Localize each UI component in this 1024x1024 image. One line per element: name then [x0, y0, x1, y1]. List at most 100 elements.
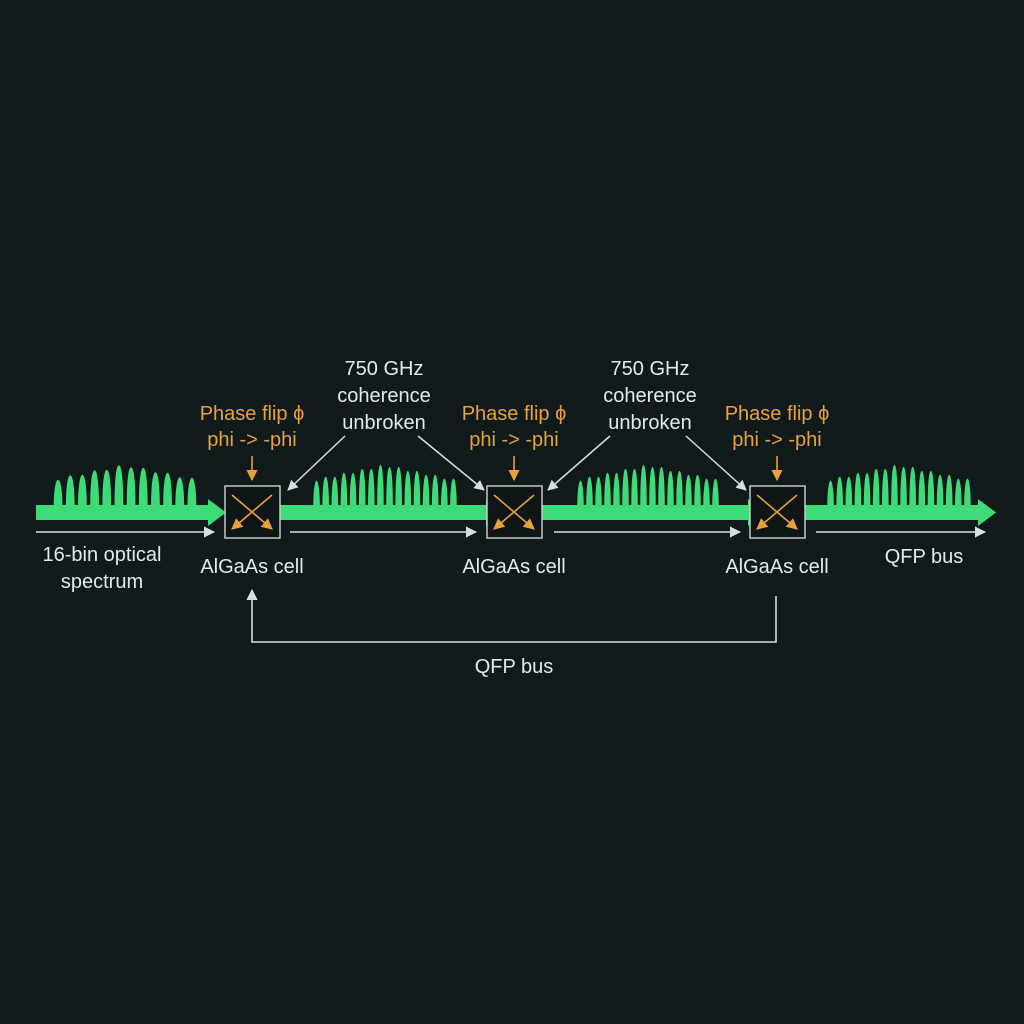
spectrum-bin: [955, 478, 962, 506]
spectrum-bin: [658, 466, 665, 506]
spectrum-bin: [676, 470, 683, 506]
spectrum-bin: [404, 470, 412, 506]
spectrum-bin: [65, 475, 75, 506]
spectrum-bin: [613, 472, 620, 506]
spectrum-bin: [909, 466, 916, 506]
coherence-note-line: unbroken: [608, 412, 691, 434]
spectrum-bin: [395, 466, 402, 506]
spectrum-bin: [431, 474, 439, 506]
cell-label: AlGaAs cell: [725, 556, 828, 578]
spectrum-bin: [340, 472, 348, 506]
spectrum-bin: [187, 477, 197, 506]
spectrum-bin: [368, 468, 375, 506]
spectrum-bin: [586, 476, 593, 506]
crossing-icon: [756, 494, 798, 530]
spectrum-bin: [90, 470, 99, 506]
spectrum-bin: [114, 465, 124, 506]
coherence-note-2: 750 GHz coherence unbroken: [547, 358, 747, 491]
spectrum-bin: [358, 468, 366, 506]
phase-flip-rule: phi -> -phi: [207, 429, 297, 451]
input-label-line2: spectrum: [61, 571, 143, 593]
phase-flip-title: Phase flip ϕ: [200, 403, 305, 425]
spectrum-bin: [441, 478, 448, 506]
spectrum-bin: [622, 468, 629, 506]
spectrum-bin: [78, 474, 87, 506]
spectrum-bin: [53, 479, 63, 506]
spectrum-bin: [918, 470, 926, 506]
output-label: QFP bus: [885, 546, 964, 568]
crossing-icon: [231, 494, 273, 530]
spectrum-bin: [163, 472, 172, 506]
spectrum-bin: [936, 474, 944, 506]
spectrum-segment-2: [258, 464, 504, 526]
spectrum-bin: [450, 478, 457, 506]
coherence-note-line: unbroken: [342, 412, 425, 434]
spectrum-bin: [631, 468, 638, 506]
spectrum-bin: [126, 467, 136, 506]
coherence-note-line: coherence: [603, 385, 696, 407]
phase-flip-title: Phase flip ϕ: [725, 403, 830, 425]
spectrum-band: [782, 499, 996, 526]
spectrum-bin: [845, 476, 853, 506]
spectrum-bands: [36, 464, 996, 526]
pointer-arrow: [287, 435, 346, 491]
spectrum-bin: [331, 476, 339, 506]
spectrum-bin: [872, 468, 880, 506]
coherence-note-1: 750 GHz coherence unbroken: [287, 358, 485, 491]
spectrum-bin: [836, 476, 843, 506]
spectrum-bin: [151, 472, 160, 506]
pointer-arrow: [547, 435, 611, 491]
spectrum-bin: [386, 466, 393, 506]
spectrum-segment-1: [36, 465, 226, 526]
spectrum-bin: [667, 470, 674, 506]
phase-flip-title: Phase flip ϕ: [462, 403, 567, 425]
spectrum-bin: [175, 477, 185, 506]
algaas-cell-1: Phase flip ϕ phi -> -phi AlGaAs cell: [200, 403, 305, 578]
coherence-note-line: 750 GHz: [345, 358, 424, 380]
feedback-arrow: [246, 588, 777, 643]
crossing-icon: [493, 494, 535, 530]
cell-label: AlGaAs cell: [462, 556, 565, 578]
spectrum-bin: [694, 474, 701, 506]
spectrum-bin: [882, 468, 889, 506]
spectrum-bin: [313, 480, 320, 506]
spectrum-bin: [640, 464, 647, 506]
spectrum-segment-4: [782, 464, 996, 526]
spectrum-bin: [900, 466, 907, 506]
spectrum-bin: [322, 476, 329, 506]
spectrum-bin: [422, 474, 430, 506]
spectrum-bin: [595, 476, 602, 506]
algaas-cell-3: Phase flip ϕ phi -> -phi AlGaAs cell: [725, 403, 830, 578]
spectrum-bin: [927, 470, 935, 506]
coherence-note-line: coherence: [337, 385, 430, 407]
spectrum-bin: [377, 464, 384, 506]
coherence-note-line: 750 GHz: [611, 358, 690, 380]
spectrum-bin: [413, 470, 421, 506]
pointer-arrow: [685, 435, 747, 491]
spectrum-bin: [827, 480, 834, 506]
phase-flip-rule: phi -> -phi: [469, 429, 559, 451]
pointer-arrow: [417, 435, 485, 491]
phase-flip-rule: phi -> -phi: [732, 429, 822, 451]
spectrum-bin: [854, 472, 862, 506]
feedback-loop: [246, 588, 777, 643]
spectrum-bin: [703, 478, 710, 506]
spectrum-bin: [863, 472, 871, 506]
spectrum-bin: [138, 467, 148, 506]
spectrum-bin: [102, 469, 112, 506]
spectrum-bin: [604, 472, 611, 506]
spectrum-bin: [577, 480, 584, 506]
input-label-line1: 16-bin optical: [43, 544, 162, 566]
spectrum-bin: [945, 474, 953, 506]
algaas-cell-2: Phase flip ϕ phi -> -phi AlGaAs cell: [462, 403, 567, 578]
cell-label: AlGaAs cell: [200, 556, 303, 578]
spectrum-bin: [685, 474, 692, 506]
feedback-label: QFP bus: [475, 656, 554, 678]
spectrum-bin: [964, 478, 971, 506]
spectrum-bin: [649, 466, 656, 506]
spectrum-bin: [891, 464, 898, 506]
spectrum-bin: [349, 472, 357, 506]
spectrum-segment-3: [520, 464, 766, 526]
spectrum-bin: [712, 478, 719, 506]
